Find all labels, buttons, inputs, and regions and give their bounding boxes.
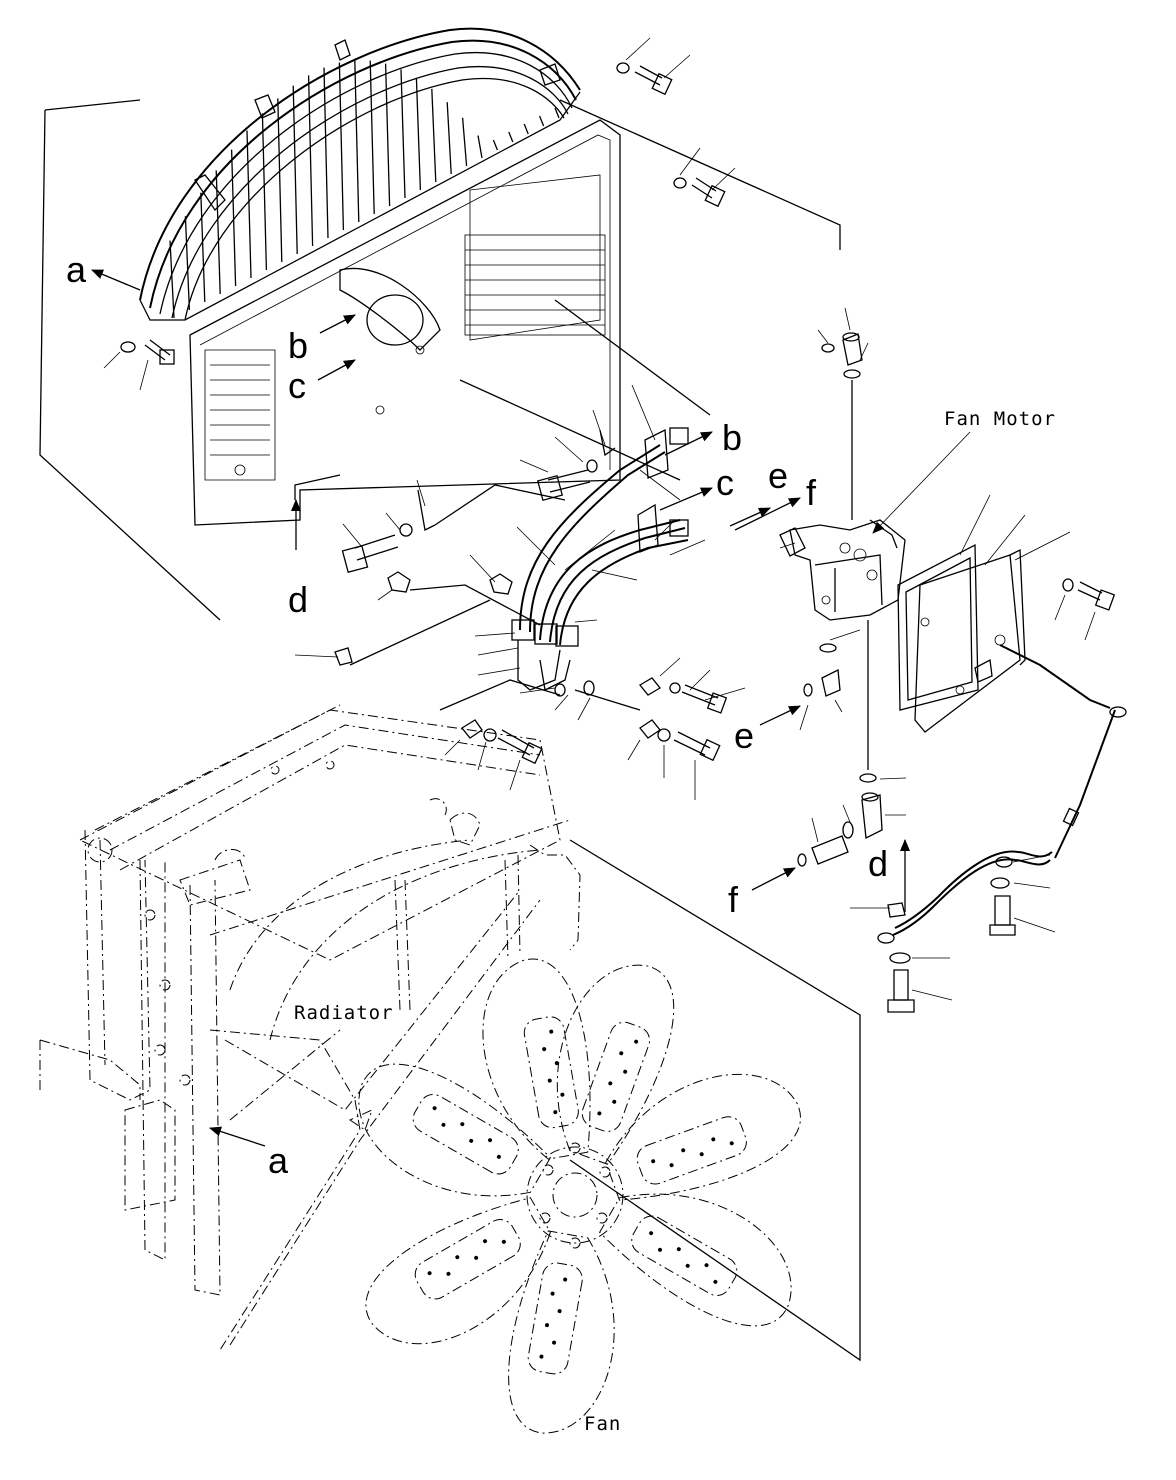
- guide-line: [349, 599, 491, 666]
- grille-bar: [215, 170, 221, 295]
- guide-line: [44, 99, 141, 111]
- grille-bar: [538, 115, 545, 127]
- guide-line: [294, 474, 341, 500]
- fan-blade: [605, 1073, 801, 1201]
- grille-bar: [461, 117, 468, 167]
- radiator-label: Radiator: [294, 1002, 394, 1024]
- clamps-left: [294, 554, 513, 666]
- fan-blade: [599, 1193, 792, 1327]
- grille-bar: [492, 139, 499, 151]
- fan-guard-grille: [169, 60, 560, 319]
- bolt-center-2: [341, 479, 436, 574]
- hose-assembly: [850, 644, 1127, 1013]
- fan: [358, 958, 801, 1434]
- grille-bar: [446, 102, 452, 175]
- ref-label-e: e: [768, 455, 788, 496]
- fan-guard: [139, 27, 581, 321]
- grille-bar: [369, 60, 375, 215]
- ref-label-d: d: [288, 579, 308, 620]
- guide-line: [409, 584, 541, 626]
- fan-blades: [358, 958, 801, 1434]
- bolt-top-1: [616, 37, 691, 96]
- ref-label-f: f: [806, 472, 817, 513]
- hydraulic-pipes: [474, 384, 706, 721]
- bolts-lower-center: [444, 657, 746, 800]
- grille-bar: [431, 88, 437, 183]
- radiator-shroud-panel: [189, 119, 621, 526]
- grille-bar: [415, 77, 422, 191]
- grille-bar: [338, 62, 345, 231]
- grille-bar: [384, 63, 391, 207]
- ref-label-a-2: a: [268, 1140, 289, 1181]
- fan-motor-label: Fan Motor: [944, 408, 1056, 430]
- guide-line: [559, 99, 841, 250]
- grille-bar: [230, 149, 237, 287]
- fan-motor-plate: [897, 494, 1071, 733]
- fan-blade: [365, 1197, 551, 1345]
- fan-blade: [358, 1063, 551, 1197]
- ref-label-e-2: e: [734, 715, 754, 756]
- guide-line: [439, 679, 561, 711]
- grille-bar: [184, 216, 191, 311]
- guide-line: [554, 299, 711, 416]
- ref-label-f-2: f: [728, 879, 739, 920]
- guide-line: [39, 109, 221, 621]
- bolt-top-2: [673, 147, 736, 208]
- ref-arrows: [91, 269, 971, 1147]
- guide-line: [574, 689, 641, 711]
- grille-bar: [354, 60, 360, 223]
- fan-plane-line: [569, 839, 861, 1362]
- bolt-left: [103, 339, 175, 391]
- ref-label-c: c: [288, 365, 306, 406]
- grille-bar: [554, 107, 560, 119]
- elbow-fitting-lower: [799, 620, 907, 783]
- fan-blade: [482, 958, 591, 1160]
- ref-label-d-2: d: [868, 843, 888, 884]
- grille-bar: [292, 85, 298, 255]
- grille-bar: [277, 98, 283, 263]
- grille-bar: [508, 131, 514, 143]
- fan-label: Fan: [584, 1413, 621, 1435]
- fan-motor: [779, 519, 906, 621]
- ref-label-b: b: [288, 325, 308, 366]
- fan-blade: [508, 1230, 615, 1434]
- grille-bar: [261, 113, 268, 271]
- grille-bar: [169, 240, 175, 319]
- elbow-fitting-top: [817, 307, 869, 520]
- ref-label-b-2: b: [722, 417, 742, 458]
- bolt-right: [1054, 578, 1116, 641]
- guide-line: [434, 484, 566, 526]
- grille-bar: [477, 135, 483, 159]
- grille-bar: [246, 130, 252, 279]
- grille-bar: [323, 67, 329, 239]
- radiator-frame: [39, 704, 861, 1362]
- grille-bar: [307, 75, 314, 247]
- fan-blade: [556, 964, 675, 1165]
- grille-bar: [200, 192, 206, 303]
- ref-label-c-2: c: [716, 462, 734, 503]
- guide-line: [459, 379, 681, 481]
- grille-bar: [400, 69, 406, 199]
- grille-bar: [523, 123, 529, 135]
- check-valve: [797, 792, 906, 867]
- ref-label-a: a: [66, 249, 87, 290]
